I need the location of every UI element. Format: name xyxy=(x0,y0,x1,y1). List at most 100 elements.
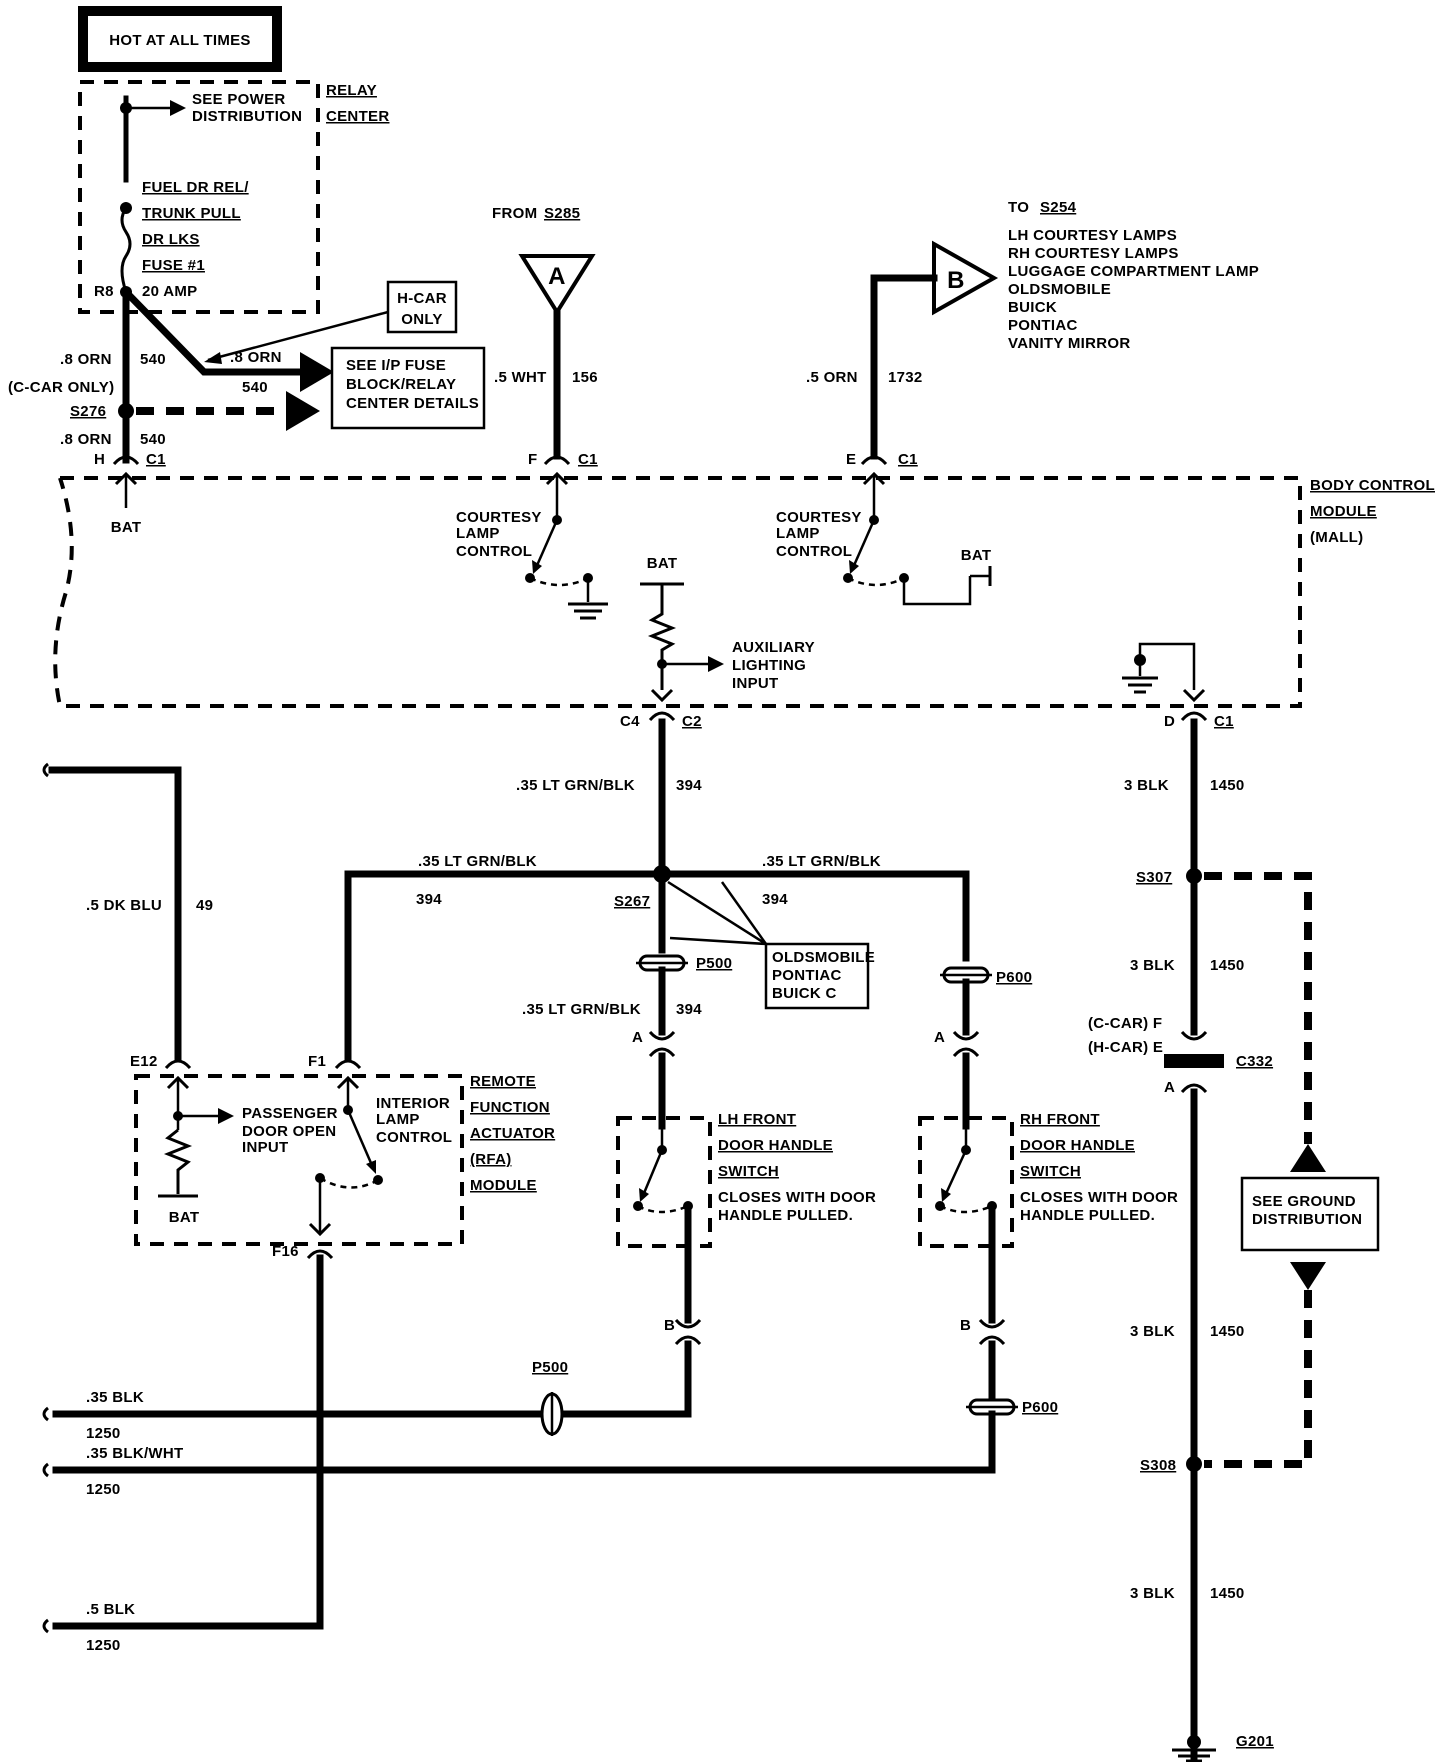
conn-a-lh: A xyxy=(632,1029,643,1046)
conn-d: D xyxy=(1164,713,1175,730)
aux-line2: LIGHTING xyxy=(732,657,806,674)
ip-fuse-box xyxy=(330,346,486,430)
splice-s267: S267 xyxy=(614,893,650,910)
relay-center-label-2: CENTER xyxy=(326,108,389,125)
fuse-line5: 20 AMP xyxy=(142,283,197,300)
wire-1732: 1732 xyxy=(888,369,923,386)
rfa-module-box xyxy=(134,1074,464,1246)
rfa-bat: BAT xyxy=(169,1209,200,1226)
wire-394-3: 394 xyxy=(762,891,788,908)
splice-s276-dot xyxy=(118,403,134,419)
conn-a-c332: A xyxy=(1164,1079,1175,1096)
rh-switch-box xyxy=(918,1116,1014,1248)
conn-c1-f: C1 xyxy=(578,451,598,468)
to-s254-ref: S254 xyxy=(1040,199,1077,216)
wire-3blk-4: 3 BLK xyxy=(1130,1585,1175,1602)
courtesy-left-line3: CONTROL xyxy=(456,543,532,560)
wire-1450-4: 1450 xyxy=(1210,1585,1245,1602)
splice-s308: S308 xyxy=(1140,1457,1176,1474)
passenger-line2: DOOR OPEN xyxy=(242,1123,336,1140)
oldsmobile-box xyxy=(764,942,870,1010)
fuse-line4: FUSE #1 xyxy=(142,257,205,274)
courtesy-right-line1: COURTESY xyxy=(776,509,862,526)
lh-switch-box xyxy=(616,1116,712,1248)
conn-b-rh: B xyxy=(960,1317,971,1334)
splice-s267-dot xyxy=(653,865,671,883)
bcm-line1: BODY CONTROL xyxy=(1310,477,1435,494)
wire-1450-3: 1450 xyxy=(1210,1323,1245,1340)
conn-c1-h: C1 xyxy=(146,451,166,468)
to-s254-line3: LUGGAGE COMPARTMENT LAMP xyxy=(1008,263,1259,280)
rh-line5: HANDLE PULLED. xyxy=(1020,1207,1155,1224)
from-s285-prefix: FROM xyxy=(492,205,537,222)
olds-line2: PONTIAC xyxy=(772,967,842,984)
ccar-only-label: (C-CAR ONLY) xyxy=(8,379,114,396)
conn-b-lh: B xyxy=(664,1317,675,1334)
courtesy-left-line2: LAMP xyxy=(456,525,500,542)
conn-f1: F1 xyxy=(308,1053,326,1070)
wire-dkblu: .5 DK BLU xyxy=(86,897,162,914)
courtesy-right-line3: CONTROL xyxy=(776,543,852,560)
wire-49: 49 xyxy=(196,897,213,914)
lh-line3: SWITCH xyxy=(718,1163,779,1180)
to-s254-line5: BUICK xyxy=(1008,299,1057,316)
wire-3blk-1: 3 BLK xyxy=(1124,777,1169,794)
conn-e12: E12 xyxy=(130,1053,158,1070)
conn-c1-d: C1 xyxy=(1214,713,1234,730)
wire-1450-1: 1450 xyxy=(1210,777,1245,794)
wire-394-4: 394 xyxy=(676,1001,702,1018)
wire-8-orn-1: .8 ORN xyxy=(60,351,112,368)
wire-5-orn: .5 ORN xyxy=(806,369,858,386)
fuse-line1: FUEL DR REL/ xyxy=(142,179,249,196)
interior-line2: LAMP xyxy=(376,1111,420,1128)
to-s254-line6: PONTIAC xyxy=(1008,317,1078,334)
rfa-line5: MODULE xyxy=(470,1177,537,1194)
hcar-only-box xyxy=(386,280,458,334)
wire-3blk-3: 3 BLK xyxy=(1130,1323,1175,1340)
from-s285-ref: S285 xyxy=(544,205,580,222)
wire-1250-1: 1250 xyxy=(86,1425,121,1442)
interior-line3: CONTROL xyxy=(376,1129,452,1146)
see-power-line2: DISTRIBUTION xyxy=(192,108,302,125)
conn-h: H xyxy=(94,451,105,468)
hot-at-all-times-label: HOT AT ALL TIMES xyxy=(109,32,250,49)
splice-s307-dot xyxy=(1186,868,1202,884)
passenger-line3: INPUT xyxy=(242,1139,289,1156)
conn-c332: C332 xyxy=(1236,1053,1273,1070)
wire-ltgrn-2: .35 LT GRN/BLK xyxy=(418,853,537,870)
interior-line1: INTERIOR xyxy=(376,1095,450,1112)
see-power-line1: SEE POWER xyxy=(192,91,286,108)
splice-s276: S276 xyxy=(70,403,106,420)
c332-connector xyxy=(1164,1054,1224,1068)
lh-line4: CLOSES WITH DOOR xyxy=(718,1189,876,1206)
to-s254-prefix: TO xyxy=(1008,199,1029,216)
conn-hcar-e: (H-CAR) E xyxy=(1088,1039,1163,1056)
lh-line1: LH FRONT xyxy=(718,1111,796,1128)
conn-f16: F16 xyxy=(272,1243,299,1260)
ip-fuse-line3: CENTER DETAILS xyxy=(346,395,479,412)
courtesy-left-line1: COURTESY xyxy=(456,509,542,526)
olds-line1: OLDSMOBILE xyxy=(772,949,875,966)
lh-line2: DOOR HANDLE xyxy=(718,1137,833,1154)
conn-p500-lower: P500 xyxy=(532,1359,568,1376)
wire-540-1: 540 xyxy=(140,351,166,368)
ground-g201: G201 xyxy=(1236,1733,1274,1750)
wire-394-1: 394 xyxy=(676,777,702,794)
connector-a-symbol: A xyxy=(548,263,566,290)
ground-line2: DISTRIBUTION xyxy=(1252,1211,1362,1228)
ground-dist-box xyxy=(1240,1176,1380,1252)
conn-p600-lower: P600 xyxy=(1022,1399,1058,1416)
wire-blkwht35: .35 BLK/WHT xyxy=(86,1445,183,1462)
wire-394-2: 394 xyxy=(416,891,442,908)
passenger-line1: PASSENGER xyxy=(242,1105,338,1122)
to-s254-line1: LH COURTESY LAMPS xyxy=(1008,227,1177,244)
wire-1250-2: 1250 xyxy=(86,1481,121,1498)
conn-c4: C4 xyxy=(620,713,640,730)
fuse-line2: TRUNK PULL xyxy=(142,205,241,222)
aux-line3: INPUT xyxy=(732,675,779,692)
ip-fuse-line1: SEE I/P FUSE xyxy=(346,357,446,374)
rfa-line3: ACTUATOR xyxy=(470,1125,555,1142)
conn-p500-center: P500 xyxy=(696,955,732,972)
bcm-line3: (MALL) xyxy=(1310,529,1363,546)
